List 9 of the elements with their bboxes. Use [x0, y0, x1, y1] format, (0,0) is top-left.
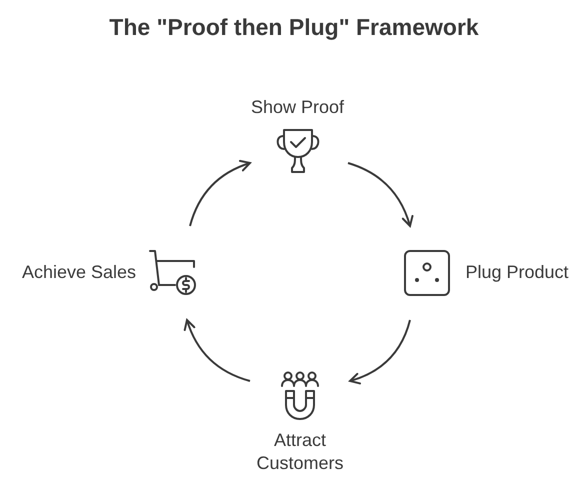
curved-arrow	[349, 320, 411, 384]
curved-arrow	[348, 162, 414, 227]
curved-arrow	[189, 160, 251, 226]
step-label: Attract Customers	[255, 428, 345, 475]
curved-arrow	[184, 319, 250, 382]
step-label: Show Proof	[250, 96, 344, 120]
step-label: Plug Product	[465, 261, 569, 284]
step-label: Achieve Sales	[22, 261, 136, 284]
title: The "Proof then Plug" Framework	[108, 14, 480, 41]
